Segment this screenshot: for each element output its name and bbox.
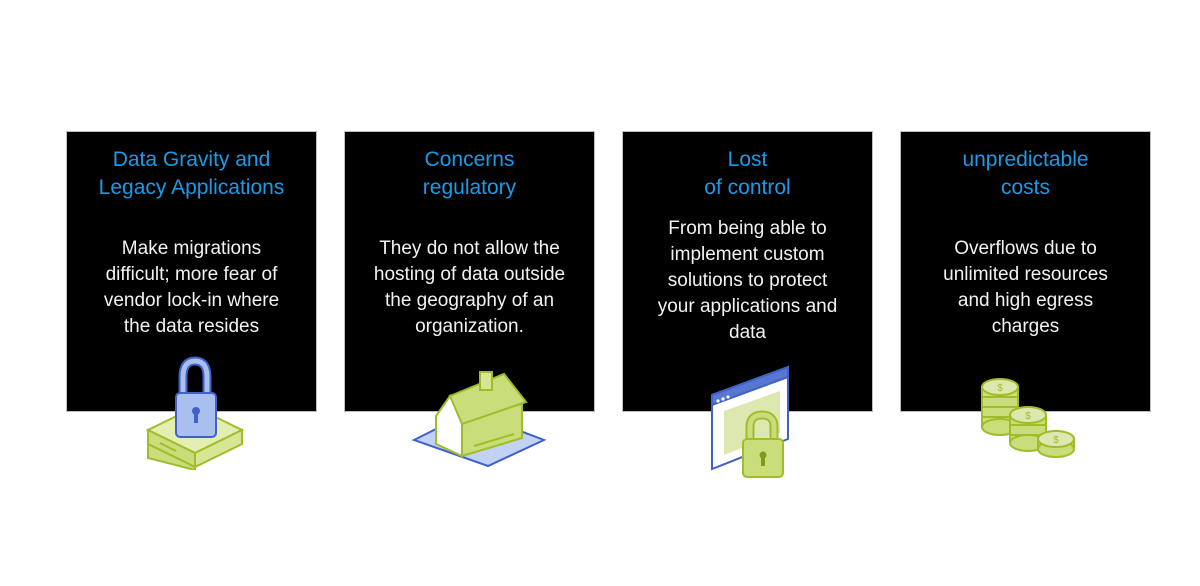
card-lost-control: Lost of control From being able to imple… (623, 132, 872, 411)
card-body: From being able to implement custom solu… (631, 216, 864, 346)
browser-window-padlock-icon (711, 365, 789, 478)
card-body: They do not allow the hosting of data ou… (353, 236, 586, 340)
title-line: unpredictable (962, 148, 1089, 171)
padlock-on-server-icon (145, 356, 245, 470)
body-line: vendor lock-in where (103, 290, 280, 311)
title-line: of control (704, 176, 791, 199)
body-line: They do not allow the (379, 238, 560, 259)
card-title: Data Gravity and Legacy Applications (67, 146, 316, 202)
body-line: data (729, 322, 766, 343)
title-line: costs (1000, 176, 1050, 199)
card-unpredictable-costs: unpredictable costs Overflows due to unl… (901, 132, 1150, 411)
house-icon (411, 371, 547, 468)
body-line: charges (991, 316, 1060, 337)
title-line: Lost (727, 148, 768, 171)
body-line: your applications and (657, 296, 838, 317)
coin-stacks-icon: $ $ $ (981, 378, 1075, 458)
card-title: Lost of control (623, 146, 872, 202)
card-body: Make migrations difficult; more fear of … (75, 236, 308, 340)
body-line: Overflows due to (954, 238, 1097, 259)
body-line: hosting of data outside (373, 264, 566, 285)
card-title: unpredictable costs (901, 146, 1150, 202)
body-line: From being able to (668, 218, 827, 239)
title-line: regulatory (422, 176, 517, 199)
title-line: Legacy Applications (98, 176, 285, 199)
card-regulatory: Concerns regulatory They do not allow th… (345, 132, 594, 411)
svg-text:$: $ (1053, 435, 1059, 446)
title-line: Concerns (424, 148, 515, 171)
card-title: Concerns regulatory (345, 146, 594, 202)
body-line: the data resides (123, 316, 260, 337)
body-line: organization. (415, 316, 524, 337)
svg-text:$: $ (997, 383, 1003, 394)
body-line: difficult; more fear of (105, 264, 278, 285)
body-line: solutions to protect (667, 270, 828, 291)
title-line: Data Gravity and (112, 148, 271, 171)
body-line: unlimited resources (943, 264, 1108, 285)
body-line: Make migrations (121, 238, 262, 259)
card-body: Overflows due to unlimited resources and… (909, 236, 1142, 340)
svg-text:$: $ (1025, 411, 1031, 422)
body-line: and high egress (957, 290, 1094, 311)
body-line: implement custom (670, 244, 825, 265)
body-line: the geography of an (384, 290, 555, 311)
